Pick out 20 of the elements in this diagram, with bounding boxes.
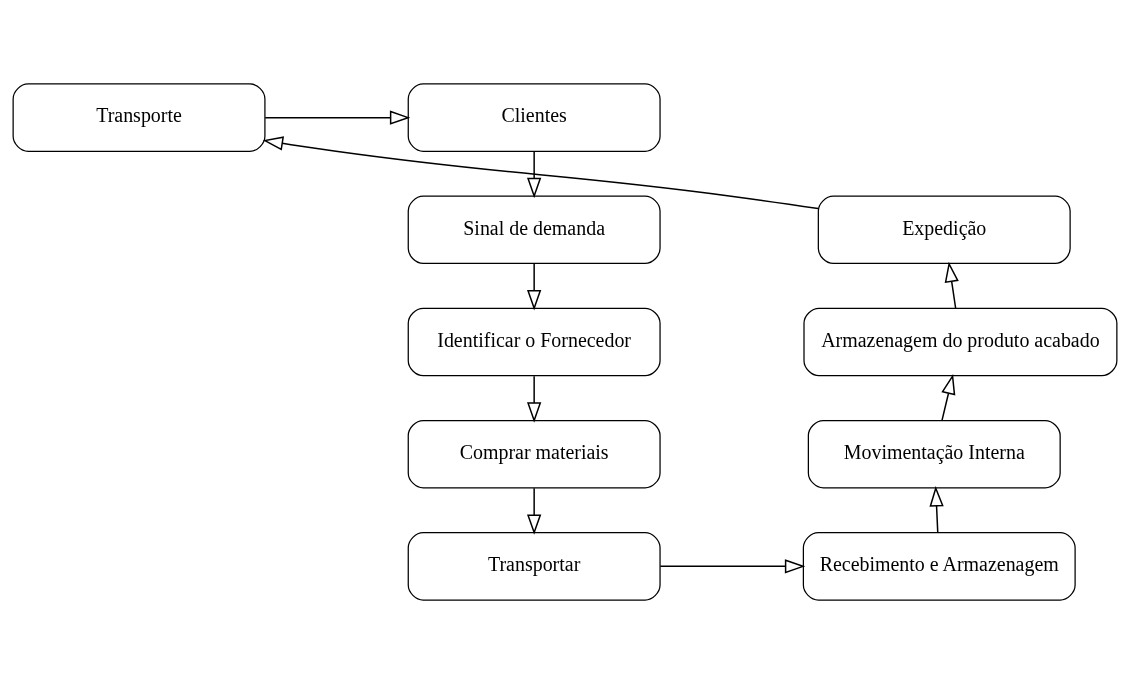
node-box: Comprar materiais	[407, 419, 661, 489]
node-box: Identificar o Fornecedor	[407, 307, 661, 377]
arrow	[944, 261, 959, 309]
node-box: Recebimento e Armazenagem	[802, 532, 1076, 601]
arrow	[527, 263, 542, 311]
node-box: Sinal de demanda	[407, 195, 661, 265]
node-box: Movimentação Interna	[807, 419, 1061, 489]
node-box: Expedição	[817, 195, 1071, 265]
arrow	[264, 110, 411, 125]
node-box: Armazenagem do produto acabado	[803, 307, 1118, 377]
node-box: Clientes	[407, 83, 661, 152]
arrow	[527, 487, 542, 535]
arrow	[941, 373, 956, 422]
node-box: Transportar	[407, 532, 661, 601]
arrow	[262, 136, 819, 210]
arrow	[527, 375, 542, 423]
arrow	[527, 151, 542, 199]
node-box: Transporte	[12, 83, 266, 152]
arrow	[659, 559, 806, 574]
arrow	[929, 486, 944, 534]
